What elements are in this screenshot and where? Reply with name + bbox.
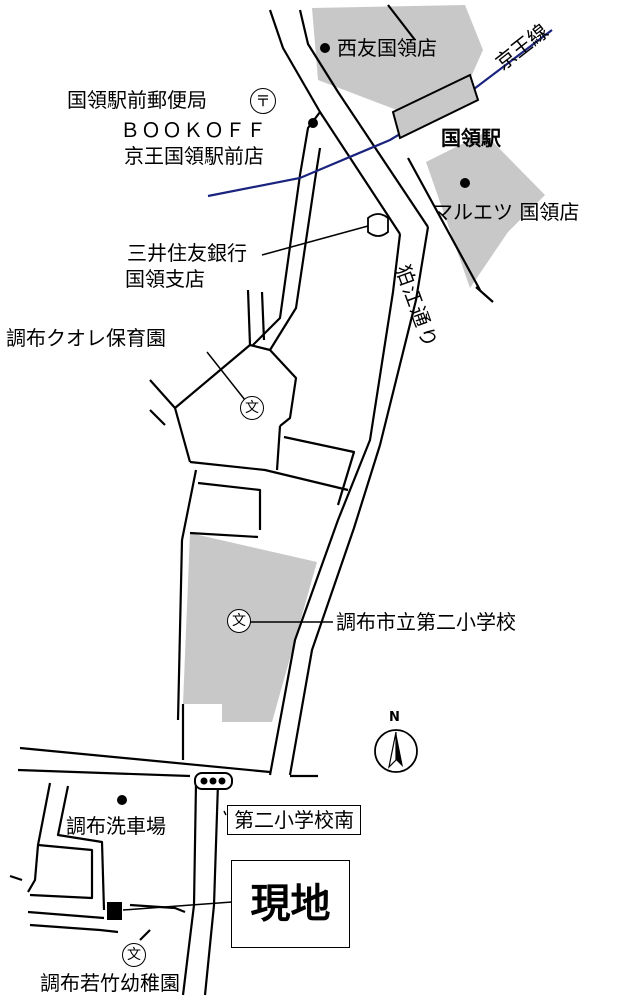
label-post-office: 国領駅前郵便局 [67,88,207,112]
school-icon-elementary: 文 [227,609,251,633]
label-carwash: 調布洗車場 [66,814,166,838]
leader-lines [122,225,369,911]
label-smbc-2: 国領支店 [125,267,205,291]
north-arrow-icon [374,729,418,773]
north-label: N [389,710,400,725]
maruetsu-building [426,133,545,288]
road-network [9,4,494,996]
label-smbc-1: 三井住友銀行 [127,241,247,265]
label-bookoff-1: ＢＯＯＫＯＦＦ [120,118,267,142]
bank-icon [367,213,389,237]
station-platform [391,73,480,140]
signal-name-box: 第二小学校南 [227,805,361,835]
traffic-signal-icon [194,772,233,790]
site-marker [107,902,122,920]
label-school: 調布市立第二小学校 [336,610,516,634]
school-grounds [183,533,317,722]
label-kindergarten: 調布若竹幼稚園 [40,971,180,995]
label-bookoff-2: 京王国領駅前店 [124,144,264,168]
school-icon-kindergarten: 文 [122,943,146,967]
label-nishitomo: 西友国領店 [337,36,437,60]
site-label-box: 現地 [231,860,350,948]
post-office-icon: 〒 [250,88,276,114]
keio-railway [207,29,553,198]
label-nursery: 調布クオレ保育園 [6,326,166,350]
school-icon-nursery: 文 [240,396,264,420]
label-station: 国領駅 [441,126,501,150]
label-maruetsu: マルエツ 国領店 [433,200,580,224]
seiyu-building [312,5,483,115]
poi-dots [117,43,470,805]
